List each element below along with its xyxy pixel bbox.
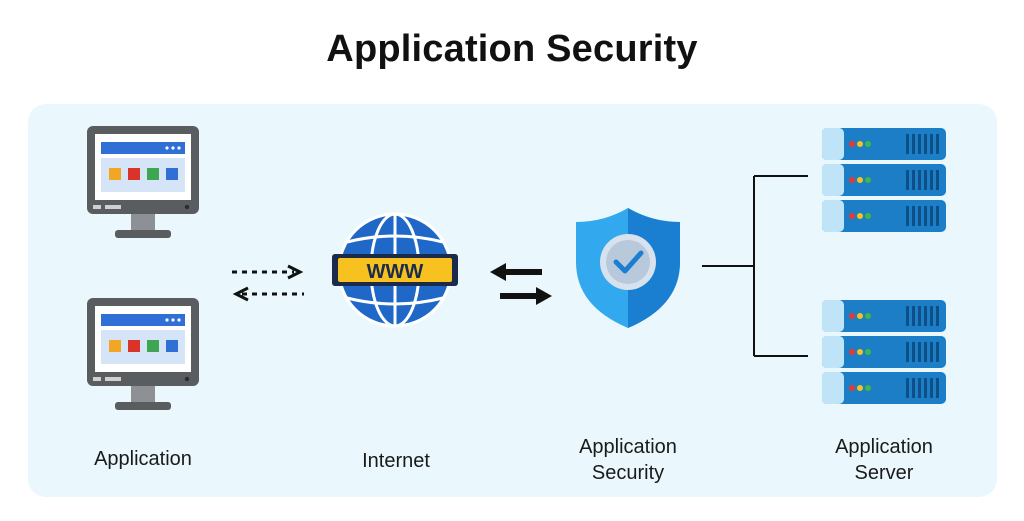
label-application: Application [94,448,192,470]
globe-text: WWW [367,261,424,283]
bidirectional-dashed-arrows-icon [230,262,306,304]
monitor-icon [87,126,199,240]
label-application-server-line1: Application [835,436,933,458]
label-application-server-line2: Server [854,462,914,484]
page-title: Application Security [326,28,698,70]
shield-check-icon [574,206,682,330]
label-application-security: Application Security [548,434,708,486]
globe-www-icon: WWW [330,208,460,332]
server-rack-icon [822,300,946,408]
label-application-security-line2: Security [591,462,665,484]
connector-lines [700,174,812,358]
monitor-icon [87,298,199,412]
label-application-security-line1: Application [579,436,677,458]
server-rack-icon [822,128,946,236]
bidirectional-solid-arrows-icon [488,262,554,308]
label-internet: Internet [362,450,430,472]
label-application-server: Application Server [804,434,964,486]
